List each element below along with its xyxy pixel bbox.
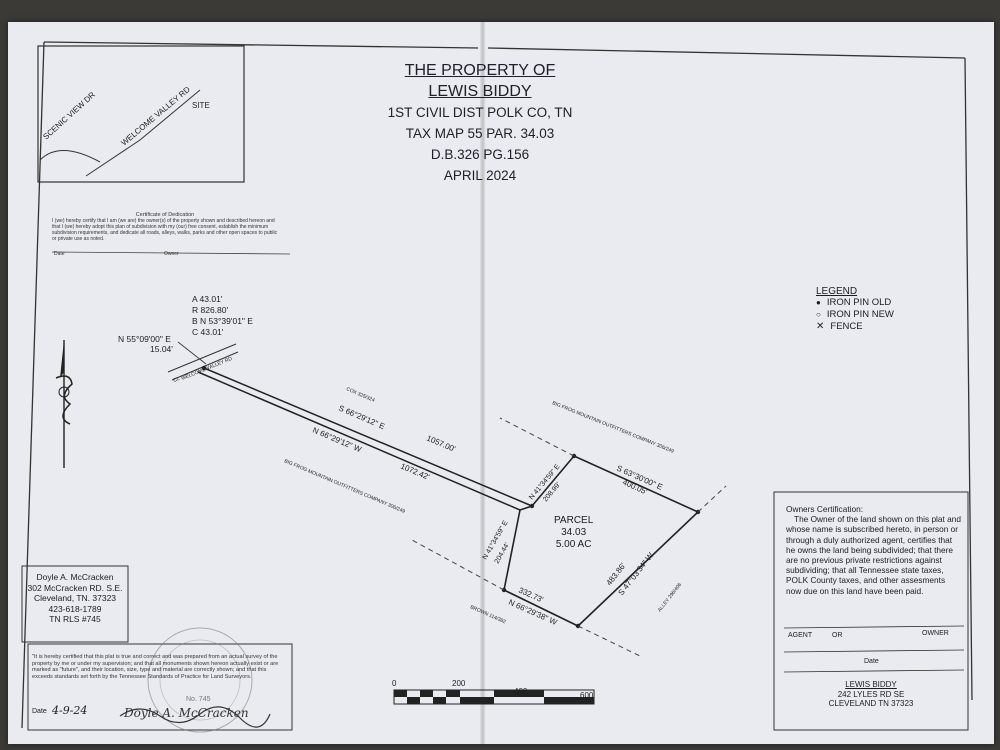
parcel-number: 34.03 bbox=[561, 527, 587, 538]
legend-label: IRON PIN NEW bbox=[826, 309, 894, 320]
curve-arc: A 43.01' bbox=[192, 294, 223, 304]
road-prefix-label: CL bbox=[173, 376, 181, 384]
legend-title: LEGEND bbox=[816, 286, 858, 297]
parcel-area: 5.00 AC bbox=[555, 539, 592, 550]
parcel-title: PARCEL bbox=[554, 515, 594, 526]
curve-bearing: B N 53°39'01" E bbox=[192, 316, 253, 326]
survey-certificate: "It is hereby certified that this plat i… bbox=[32, 654, 279, 680]
dedication-date-label: Date bbox=[54, 251, 65, 257]
east-line-bearing: S 47°03'34" W bbox=[616, 551, 655, 598]
vicinity-road1-label: SCENIC VIEW DR bbox=[41, 90, 97, 141]
owners-certification: Owners Certification: The Owner of the l… bbox=[786, 504, 962, 596]
road-tie-bearing: N 55°09'00" E bbox=[118, 334, 171, 344]
signature-stroke bbox=[119, 706, 271, 728]
owners-date-label: Date bbox=[864, 658, 879, 665]
curve-radius: R 826.80' bbox=[192, 305, 229, 315]
title-line-1: THE PROPERTY OF bbox=[404, 62, 556, 79]
border-top-left bbox=[43, 41, 479, 49]
border-right bbox=[964, 57, 973, 701]
curve-chord: C 43.01' bbox=[192, 327, 224, 337]
dedication-body: I (we) hereby certify that I am (we are)… bbox=[52, 218, 278, 242]
owner-city: CLEVELAND TN 37323 bbox=[828, 699, 914, 708]
owners-cert-heading: Owners Certification: bbox=[786, 504, 864, 514]
title-date: APRIL 2024 bbox=[443, 168, 517, 183]
surveyor-city: Cleveland, TN. 37323 bbox=[33, 593, 117, 603]
adjoiner-bfmo-left: BIG FROG MOUNTAIN OUTFITTERS COMPANY 306… bbox=[283, 458, 406, 515]
scale-bar: 0 200 400 600 bbox=[392, 679, 595, 705]
iron-pin-old-icon: ● bbox=[816, 298, 821, 307]
dedication-owner-label: Owner bbox=[164, 251, 179, 257]
title-district: 1ST CIVIL DIST POLK CO, TN bbox=[387, 105, 573, 120]
scale-label: 0 bbox=[392, 679, 397, 688]
surveyor-phone: 423-618-1789 bbox=[48, 603, 102, 614]
road-tie-distance: 15.04' bbox=[150, 344, 173, 354]
north-arrow-icon bbox=[55, 340, 73, 468]
surveyor-info: Doyle A. McCracken 302 McCracken RD. S.E… bbox=[24, 572, 126, 625]
fence-icon: ✕ bbox=[816, 321, 825, 332]
owners-cert-body: The Owner of the land shown on this plat… bbox=[786, 514, 961, 596]
adjoiner-bfmo-top: BIG FROG MOUNTAIN OUTFITTERS COMPANY 306… bbox=[551, 400, 675, 455]
iron-pin-new-icon: ○ bbox=[816, 310, 821, 319]
owner-name: LEWIS BIDDY bbox=[845, 680, 897, 689]
survey-cert-box bbox=[27, 643, 293, 731]
owner-label: OWNER bbox=[922, 630, 949, 637]
survey-date-label: Date bbox=[32, 708, 47, 715]
legend-item: ● IRON PIN OLD bbox=[816, 297, 894, 309]
surveyor-name: Doyle A. McCracken bbox=[36, 572, 114, 582]
vicinity-road-2 bbox=[85, 89, 201, 177]
access-line-north bbox=[203, 367, 533, 507]
surveyor-address: 302 McCracken RD. S.E. bbox=[27, 582, 123, 593]
dedication-heading: Certificate of Dedication bbox=[135, 212, 195, 218]
scale-label: 600 bbox=[580, 691, 594, 700]
owner-address: 242 LYLES RD SE bbox=[837, 689, 905, 699]
surveyor-seal-icon bbox=[147, 627, 253, 733]
title-block: THE PROPERTY OF LEWIS BIDDY 1ST CIVIL DI… bbox=[380, 60, 580, 186]
seal-number: No. 745 bbox=[186, 696, 211, 703]
adjoiner-alley: ALLEY 296/406 bbox=[657, 582, 683, 613]
paper-fold bbox=[480, 22, 486, 744]
border-left bbox=[21, 41, 45, 729]
iron-pin-icon bbox=[201, 365, 207, 371]
agent-label: AGENT bbox=[788, 632, 813, 639]
legend-item: ✕ FENCE bbox=[816, 321, 894, 333]
adjoiner-brown: BROWN 114/382 bbox=[469, 604, 507, 625]
border-top-right bbox=[487, 47, 966, 59]
dedication-certificate: Certificate of Dedication I (we) hereby … bbox=[52, 212, 278, 242]
scale-label: 400 bbox=[514, 687, 528, 696]
scale-label: 200 bbox=[452, 679, 466, 688]
vicinity-site-label: SITE bbox=[192, 101, 210, 110]
owner-address-block: LEWIS BIDDY 242 LYLES RD SE CLEVELAND TN… bbox=[778, 680, 964, 709]
legend: LEGEND ● IRON PIN OLD ○ IRON PIN NEW ✕ F… bbox=[816, 286, 894, 333]
plat-sheet bbox=[8, 22, 994, 744]
access-line-south bbox=[197, 371, 521, 511]
title-deed-book: D.B.326 PG.156 bbox=[430, 147, 530, 162]
parcel-label: PARCEL 34.03 5.00 AC bbox=[554, 515, 593, 551]
adjoiner-cox: COX 325/324 bbox=[345, 386, 375, 403]
title-tax-map: TAX MAP 55 PAR. 34.03 bbox=[405, 126, 555, 141]
curve-data: A 43.01' R 826.80' B N 53°39'01" E C 43.… bbox=[192, 294, 253, 338]
iron-pin-icon bbox=[529, 503, 535, 509]
legend-label: IRON PIN OLD bbox=[826, 297, 892, 308]
vicinity-road2-label: WELCOME VALLEY RD bbox=[120, 85, 192, 148]
surveyor-box bbox=[21, 565, 129, 643]
or-label: OR bbox=[832, 632, 843, 639]
surveyor-rls: TN RLS #745 bbox=[49, 614, 101, 624]
title-owner: LEWIS BIDDY bbox=[428, 83, 532, 100]
vicinity-box bbox=[37, 45, 245, 183]
owners-cert-box bbox=[773, 491, 969, 731]
survey-date-value: 4-9-24 bbox=[52, 704, 88, 717]
north-line-distance: 1057.00' bbox=[425, 434, 457, 454]
legend-label: FENCE bbox=[830, 321, 863, 332]
vicinity-road-1 bbox=[39, 150, 101, 163]
surveyor-signature: Doyle A. McCracken bbox=[124, 706, 249, 720]
legend-item: ○ IRON PIN NEW bbox=[816, 309, 894, 321]
